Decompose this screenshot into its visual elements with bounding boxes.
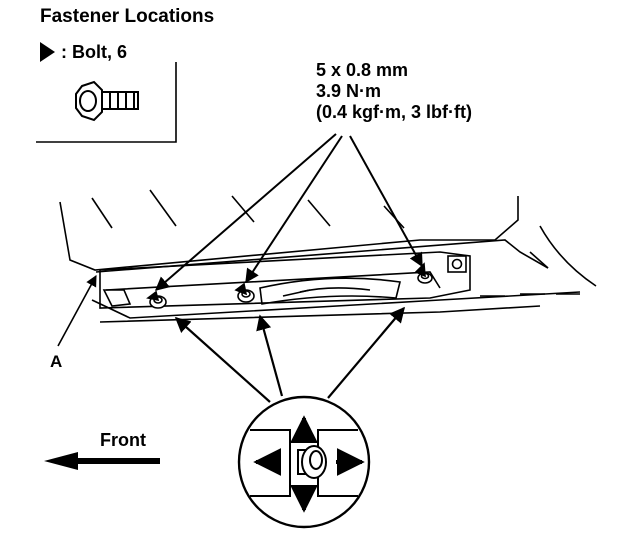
legend: : Bolt, 6 bbox=[40, 40, 127, 64]
release-arrows bbox=[253, 415, 365, 513]
clip-icon bbox=[297, 445, 327, 479]
bolt-center-icon bbox=[234, 282, 255, 303]
front-arrow-icon bbox=[44, 452, 160, 470]
bolt-right-icon bbox=[414, 262, 433, 284]
legend-label: : Bolt, 6 bbox=[61, 41, 127, 62]
legend-frame bbox=[36, 62, 177, 143]
clip-leader-lines bbox=[174, 306, 405, 403]
bolt-marker-triangle-icon bbox=[40, 42, 55, 62]
trim-bolts bbox=[146, 262, 433, 309]
callout-label-a: A bbox=[50, 352, 63, 371]
spec-leader-lines bbox=[154, 133, 423, 291]
front-direction-label: Front bbox=[100, 430, 146, 450]
torque-value: 3.9 N·m bbox=[316, 81, 382, 101]
bolt-size: 5 x 0.8 mm bbox=[316, 60, 409, 80]
torque-spec: 5 x 0.8 mm 3.9 N·m (0.4 kgf·m, 3 lbf·ft) bbox=[316, 60, 472, 123]
diagram-title: Fastener Locations bbox=[40, 6, 215, 27]
callout-a-leader bbox=[57, 275, 97, 347]
door-sill-trim bbox=[59, 189, 597, 323]
bolt-left-icon bbox=[146, 290, 167, 309]
clip-detail bbox=[237, 395, 371, 529]
torque-alt-value: (0.4 kgf·m, 3 lbf·ft) bbox=[316, 102, 472, 122]
bolt-legend-icon bbox=[75, 80, 139, 122]
